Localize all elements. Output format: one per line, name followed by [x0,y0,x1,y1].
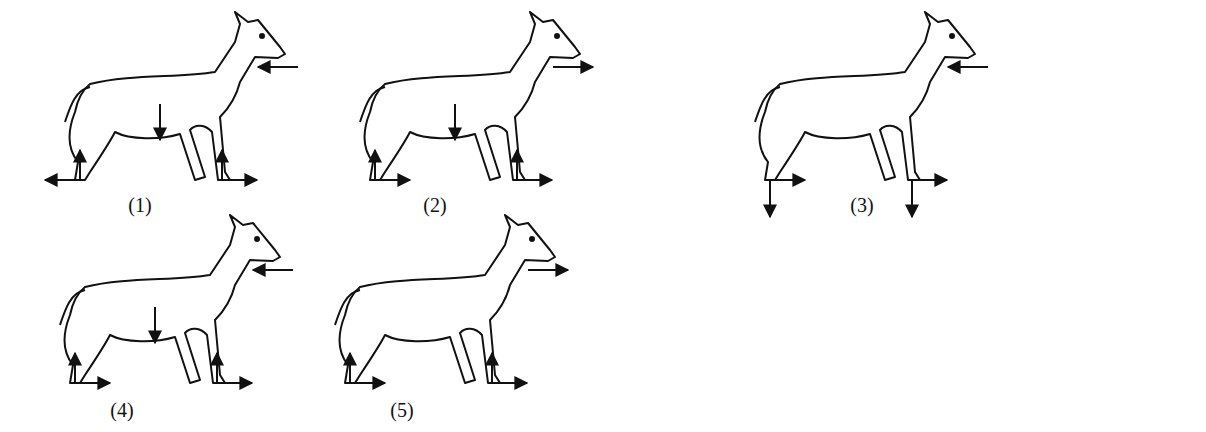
figure-number: (1) [128,195,151,215]
goat-figure [45,12,298,180]
figure-number: (5) [390,400,413,420]
goat-figure [360,12,593,180]
figure-number: (3) [850,195,873,215]
goat-figure [755,12,988,217]
figure-number: (2) [423,195,446,215]
goat-figure [335,215,568,383]
figure-number: (4) [110,400,133,420]
goat-figure [60,215,293,383]
